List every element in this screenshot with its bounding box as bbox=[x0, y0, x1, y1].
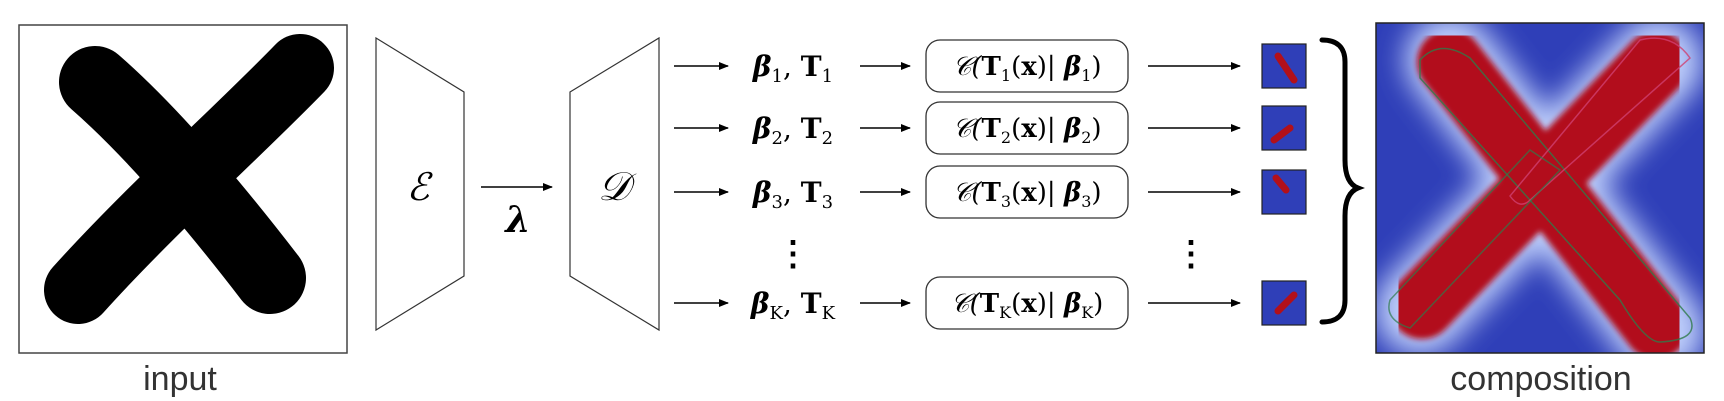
part-row: β2, T2 𝒞(T2(x)| β2) bbox=[674, 101, 1307, 155]
convolution-label: 𝒞(T2(x)| β2) bbox=[952, 114, 1101, 147]
part-row: β3, T3 𝒞(T3(x)| β3) bbox=[674, 165, 1307, 219]
convolution-box bbox=[925, 39, 1129, 93]
part-params-label: β3, T3 bbox=[752, 176, 833, 213]
input-caption: input bbox=[143, 360, 217, 398]
part-shape bbox=[1274, 291, 1298, 315]
composition-caption: composition bbox=[1450, 360, 1631, 398]
composition-red-shape bbox=[1389, 29, 1689, 353]
convolution-box bbox=[925, 276, 1129, 330]
encoder-block: ℰ bbox=[375, 36, 465, 332]
ellipsis-params: ⋮ bbox=[776, 234, 810, 274]
convolution-label: 𝒞(T1(x)| β1) bbox=[952, 52, 1101, 85]
ellipsis-parts: ⋮ bbox=[1174, 234, 1208, 274]
part-shape bbox=[1274, 52, 1298, 84]
composition-brace bbox=[1319, 37, 1365, 325]
input-x-shape bbox=[44, 34, 334, 324]
encoder-symbol: ℰ bbox=[406, 165, 433, 209]
convolution-box bbox=[925, 165, 1129, 219]
convolution-label: 𝒞(TK(x)| βK) bbox=[951, 289, 1104, 322]
composition-outlines bbox=[1388, 37, 1693, 343]
part-thumbnail bbox=[1261, 105, 1307, 151]
input-panel bbox=[18, 24, 348, 354]
decoder-block: 𝒟 bbox=[569, 36, 660, 332]
part-params-label: βK, TK bbox=[750, 287, 836, 324]
part-shape bbox=[1270, 124, 1294, 144]
latent-symbol: λ bbox=[503, 199, 530, 241]
part-params-label: β2, T2 bbox=[752, 112, 833, 149]
composition-panel bbox=[1375, 22, 1705, 354]
part-row: β1, T1 𝒞(T1(x)| β1) bbox=[674, 39, 1307, 93]
latent-arrow: λ bbox=[481, 183, 553, 241]
part-shape bbox=[1272, 174, 1290, 194]
part-params-label: β1, T1 bbox=[752, 50, 833, 87]
convolution-label: 𝒞(T3(x)| β3) bbox=[952, 178, 1101, 211]
convolution-box bbox=[925, 101, 1129, 155]
part-row: βK, TK 𝒞(TK(x)| βK) bbox=[674, 276, 1307, 330]
parts-rows: β1, T1 𝒞(T1(x)| β1) β2, T2 𝒞(T2(x)| β2) β3, … bbox=[674, 39, 1307, 330]
